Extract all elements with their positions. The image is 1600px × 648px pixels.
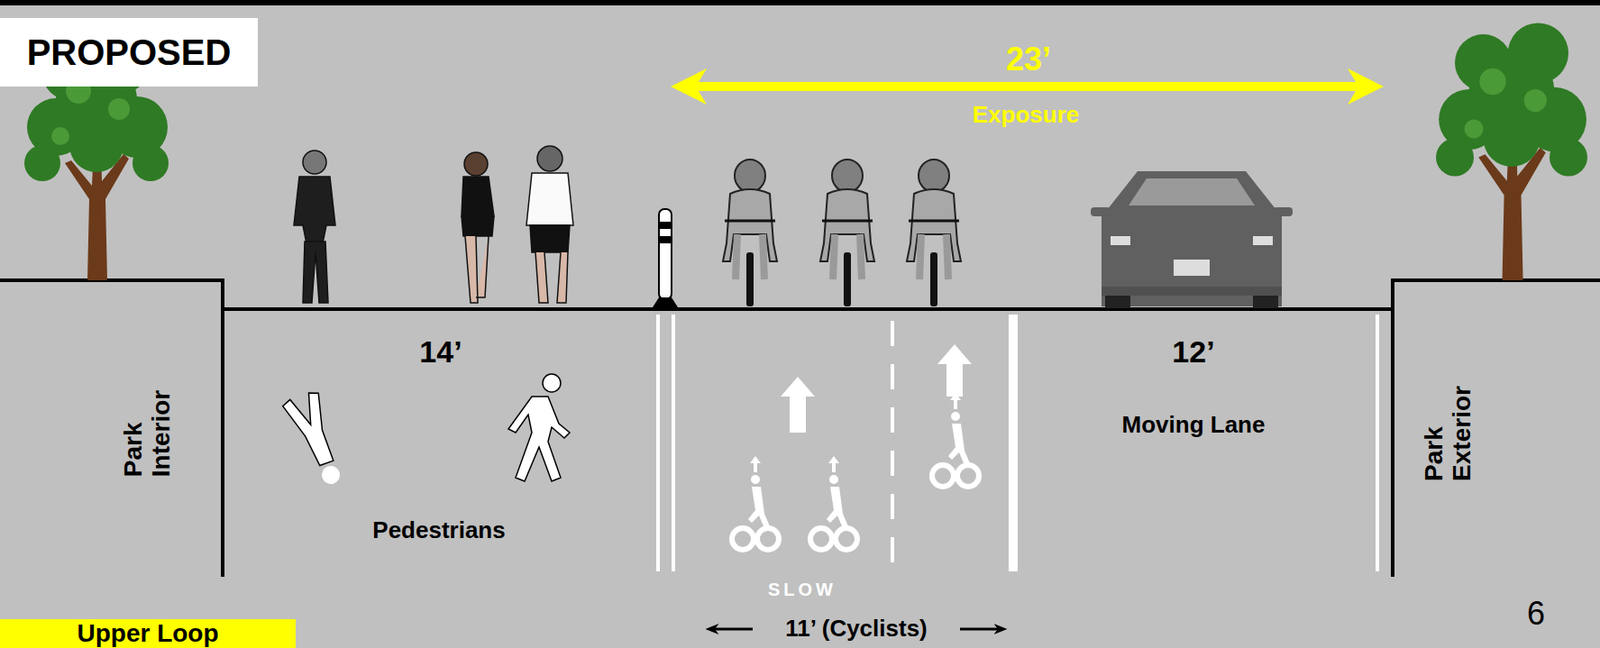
dimension-label: 11’ (Cyclists) <box>785 614 928 643</box>
car <box>1090 171 1293 309</box>
section-tag: Upper Loop <box>0 619 296 648</box>
node-title: PROPOSED <box>27 34 232 71</box>
runners <box>461 146 574 303</box>
pedestrian-symbol <box>281 374 570 492</box>
road-marking: SLOW <box>768 578 837 601</box>
bollard <box>652 209 678 308</box>
dimension-label: 12’ <box>1171 333 1215 371</box>
page-number: 6 <box>1526 594 1546 633</box>
dimension-label: 14’ <box>419 333 462 371</box>
zone-label: Pedestrians <box>372 516 505 545</box>
side-label: Park Exterior <box>1420 385 1477 482</box>
walker <box>293 150 336 303</box>
lane-label: Moving Lane <box>1122 411 1266 439</box>
node-title: Upper Loop <box>76 621 219 647</box>
dimension-label: 23’ <box>1005 39 1052 79</box>
status-box: PROPOSED <box>0 18 258 87</box>
exposure-label: Exposure <box>972 100 1080 129</box>
side-label: Park Interior <box>119 390 176 477</box>
